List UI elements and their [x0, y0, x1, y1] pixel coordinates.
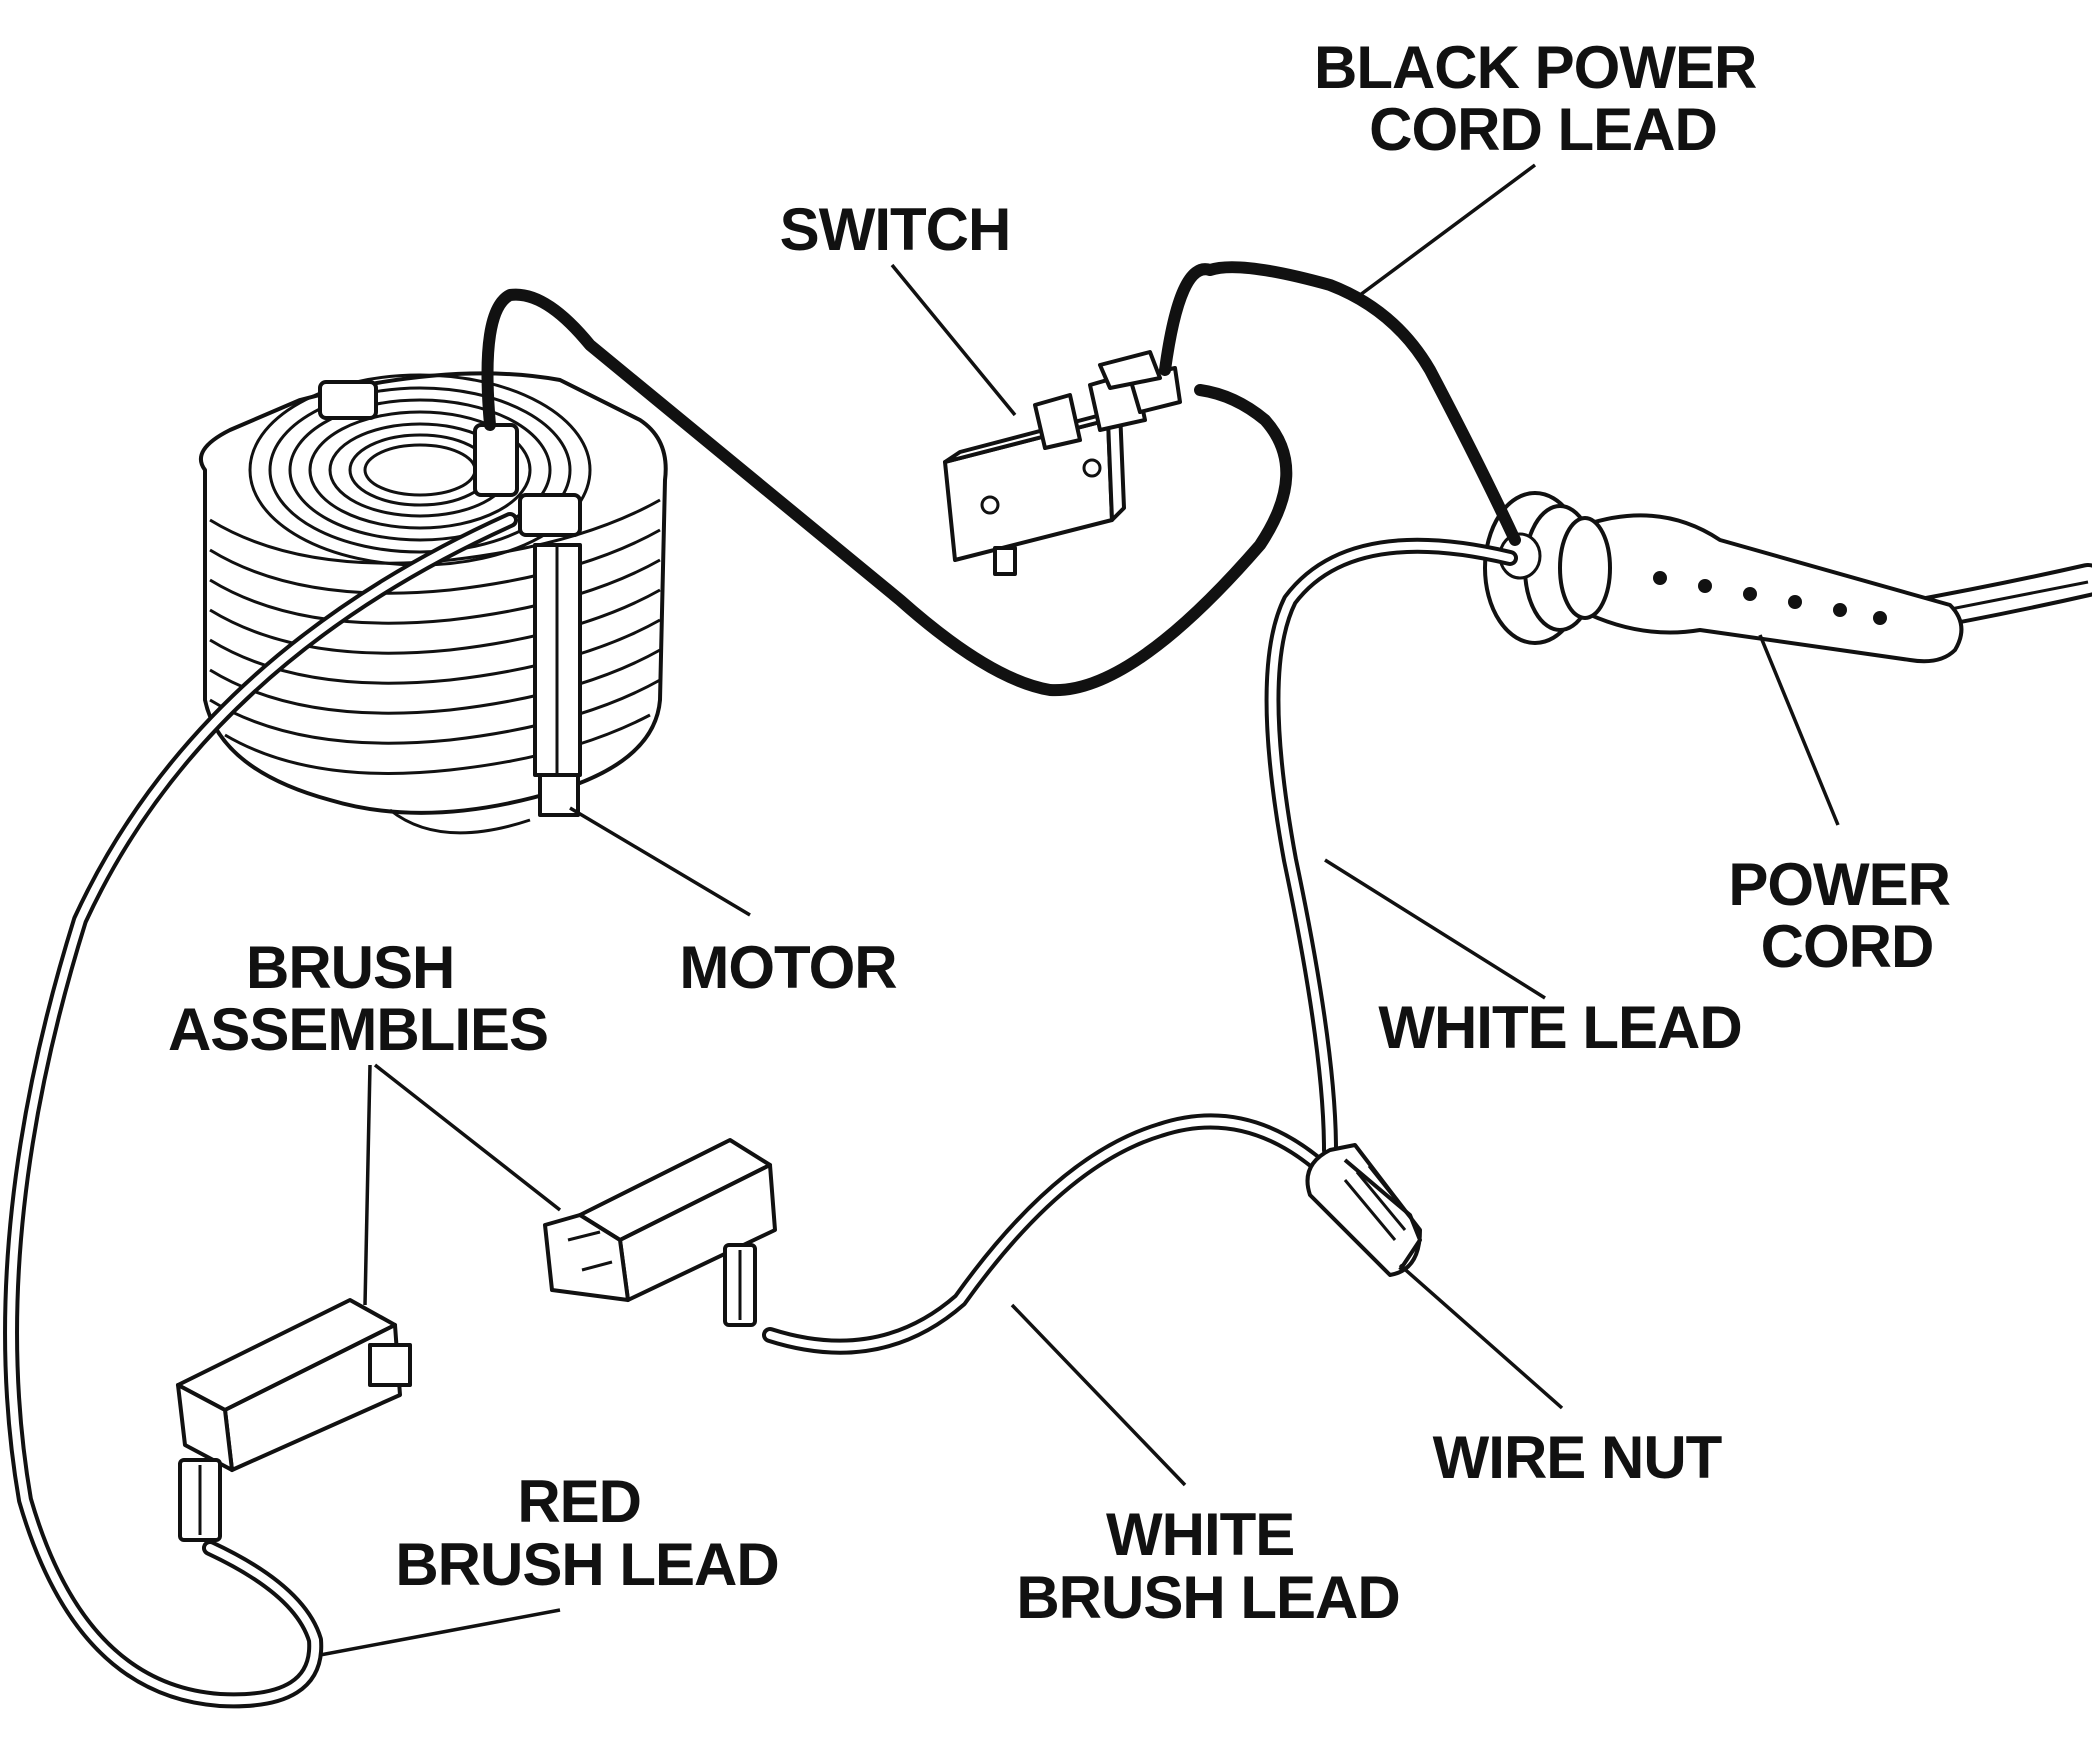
brush-assembly-lower: [176, 1298, 412, 1542]
leader-motor: [569, 806, 751, 917]
leader-brush-assemblies-b: [373, 1063, 562, 1212]
label-power-cord: POWER CORD: [1728, 851, 1965, 980]
label-brush-assemblies: BRUSH ASSEMBLIES: [168, 934, 548, 1063]
label-black-power-cord-lead: BLACK POWER CORD LEAD: [1314, 34, 1772, 163]
brush-assembly-upper: [543, 1138, 777, 1327]
leader-red-brush-lead: [319, 1608, 561, 1657]
leader-wire-nut: [1398, 1263, 1564, 1410]
leader-power-cord: [1758, 634, 1840, 826]
leader-black-power-cord-lead: [1358, 163, 1537, 297]
label-red-brush-lead: RED BRUSH LEAD: [395, 1468, 778, 1598]
label-white-brush-lead: WHITE BRUSH LEAD: [1016, 1501, 1399, 1631]
power-cord: [1483, 491, 2092, 664]
label-wire-nut: WIRE NUT: [1433, 1424, 1722, 1491]
black-power-cord-lead-wire: [1159, 261, 1521, 546]
switch: [943, 350, 1182, 576]
motor: [198, 371, 668, 835]
label-white-lead: WHITE LEAD: [1378, 994, 1741, 1061]
label-motor: MOTOR: [679, 934, 897, 1001]
leader-brush-assemblies-a: [363, 1064, 372, 1306]
leader-white-lead: [1324, 858, 1546, 1000]
leader-switch: [890, 263, 1017, 417]
label-switch: SWITCH: [780, 196, 1011, 263]
strain-relief-dots: [1653, 571, 1887, 625]
wire-nut: [1305, 1143, 1422, 1277]
motor-switch-wire: [481, 288, 1293, 697]
white-brush-lead-wire: [762, 1113, 1338, 1355]
leader-white-brush-lead: [1010, 1303, 1187, 1487]
